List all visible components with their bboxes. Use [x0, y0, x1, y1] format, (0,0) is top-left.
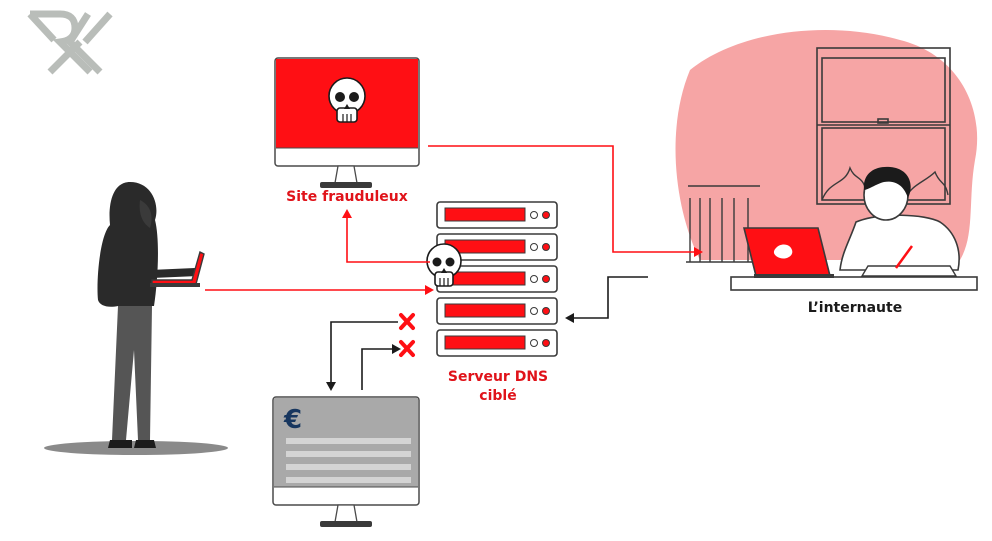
- internet-user-label: L’internaute: [790, 299, 920, 318]
- cross-mark-icon: [399, 340, 415, 357]
- server-icon: [436, 201, 558, 357]
- connector-bank-to-dns-blocked: [361, 344, 401, 390]
- connector-dns-to-bank-blocked: [326, 321, 398, 391]
- internet-user-figure: [686, 166, 978, 291]
- server-unit: [436, 265, 558, 293]
- hacker-figure: [44, 182, 228, 455]
- euro-icon: €: [283, 405, 302, 435]
- fraud-site-monitor: [274, 57, 420, 188]
- cross-mark-icon: [399, 313, 415, 330]
- connector-user-to-dns: [565, 276, 648, 323]
- server-unit: [436, 329, 558, 357]
- dns-server-label-line2: ciblé: [479, 388, 517, 404]
- desk: [730, 276, 978, 291]
- server-unit: [436, 201, 558, 229]
- fraud-site-label: Site frauduleux: [270, 188, 424, 207]
- laptop-icon: [742, 227, 834, 278]
- skull-icon: [426, 243, 462, 287]
- connector-dns-to-fraud-site: [342, 209, 430, 263]
- internet-user-label-text: L’internaute: [807, 300, 903, 316]
- fraud-site-label-text: Site frauduleux: [286, 189, 408, 205]
- connector-hacker-to-dns: [205, 285, 434, 295]
- connector-fraud-site-to-user: [428, 145, 703, 257]
- dns-server-label: Serveur DNS ciblé: [428, 368, 568, 406]
- server-unit: [436, 297, 558, 325]
- plants: [821, 165, 949, 201]
- bank-site-monitor: €: [272, 396, 420, 527]
- skull-icon: [328, 77, 366, 123]
- laptop-icon: [150, 250, 205, 287]
- dns-server-label-line1: Serveur DNS: [447, 369, 549, 385]
- rk-logo: [27, 10, 113, 75]
